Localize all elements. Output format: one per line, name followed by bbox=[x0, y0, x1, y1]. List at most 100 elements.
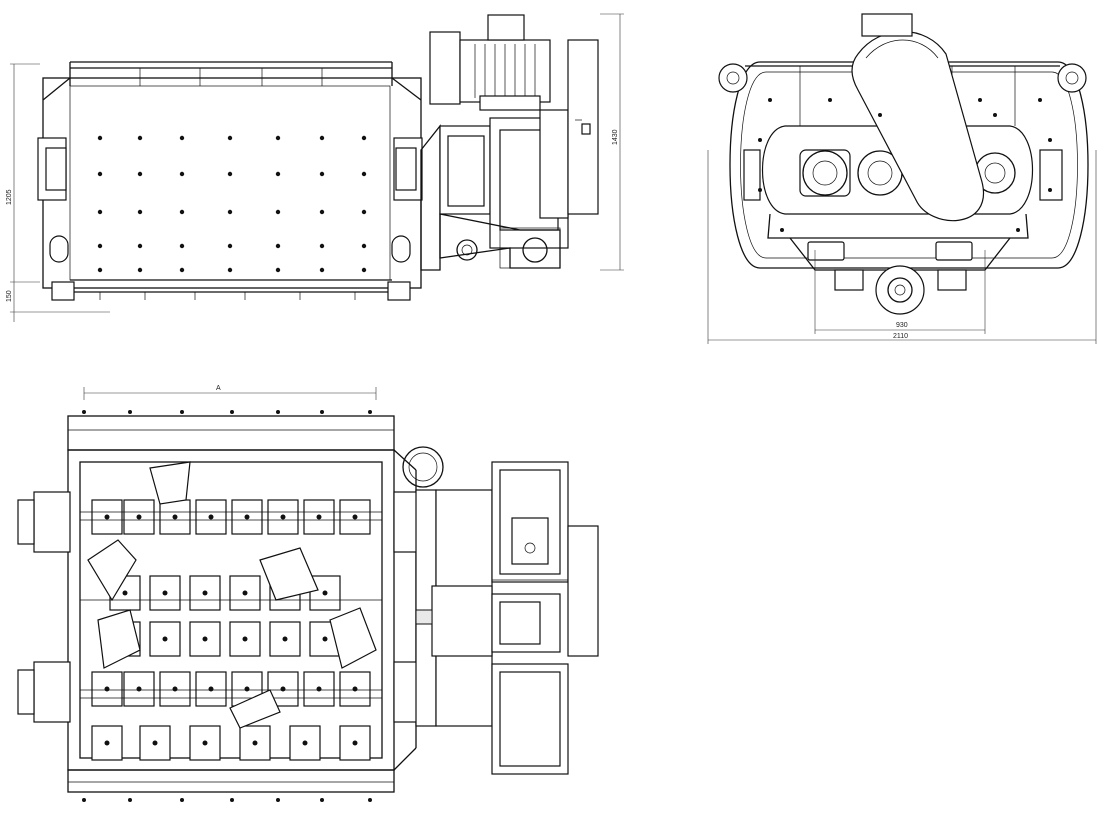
bolt-icon bbox=[82, 798, 86, 802]
dim-1205: 1205 bbox=[6, 189, 13, 205]
paddle-blade bbox=[339, 671, 371, 707]
paddle-blade bbox=[269, 621, 301, 657]
bolt-icon bbox=[322, 590, 328, 596]
bolt-icon bbox=[993, 113, 997, 117]
paddle-blade bbox=[159, 499, 191, 535]
bolt-icon bbox=[172, 514, 178, 520]
bolt-icon bbox=[1038, 98, 1042, 102]
bolt-icon bbox=[316, 686, 322, 692]
bolt-icon bbox=[137, 171, 143, 177]
bolt-icon bbox=[179, 243, 185, 249]
bolt-icon bbox=[227, 243, 233, 249]
bolt-icon bbox=[275, 267, 281, 273]
bolt-icon bbox=[82, 410, 86, 414]
bolt-icon bbox=[252, 740, 258, 746]
bolt-icon bbox=[172, 686, 178, 692]
paddle-blade bbox=[229, 621, 261, 657]
bolt-icon bbox=[780, 228, 784, 232]
bolt-icon bbox=[136, 514, 142, 520]
paddle-blade bbox=[239, 725, 271, 761]
bolt-icon bbox=[361, 267, 367, 273]
bolt-icon bbox=[276, 410, 280, 414]
bolt-icon bbox=[137, 209, 143, 215]
bolt-icon bbox=[302, 740, 308, 746]
bolt-icon bbox=[104, 514, 110, 520]
side-elevation-view: 1430 1205 150 bbox=[6, 13, 624, 322]
bolt-icon bbox=[244, 686, 250, 692]
bolt-icon bbox=[828, 98, 832, 102]
bolt-icon bbox=[230, 798, 234, 802]
bolt-icon bbox=[361, 243, 367, 249]
bolt-icon bbox=[137, 243, 143, 249]
bolt-icon bbox=[280, 514, 286, 520]
bolt-icon bbox=[244, 514, 250, 520]
bolt-icon bbox=[352, 740, 358, 746]
bolt-icon bbox=[97, 135, 103, 141]
bolt-icon bbox=[227, 135, 233, 141]
bolt-icon bbox=[320, 798, 324, 802]
bolt-icon bbox=[319, 243, 325, 249]
plan-view: A bbox=[17, 385, 599, 802]
paddle-blade bbox=[339, 725, 371, 761]
bolt-icon bbox=[227, 267, 233, 273]
motor-fins-icon bbox=[474, 44, 536, 98]
bolt-icon bbox=[152, 740, 158, 746]
bolt-icon bbox=[320, 410, 324, 414]
bolt-icon bbox=[361, 209, 367, 215]
bolt-icon bbox=[242, 636, 248, 642]
bolt-icon bbox=[137, 267, 143, 273]
bolt-icon bbox=[316, 514, 322, 520]
bolt-icon bbox=[128, 410, 132, 414]
bolt-icon bbox=[162, 636, 168, 642]
bolt-icon bbox=[179, 135, 185, 141]
bolt-icon bbox=[242, 590, 248, 596]
bolt-icon bbox=[179, 171, 185, 177]
bolt-icon bbox=[319, 171, 325, 177]
bolt-icon bbox=[97, 171, 103, 177]
paddle-blade bbox=[189, 725, 221, 761]
bolt-icon bbox=[361, 135, 367, 141]
bolt-icon bbox=[878, 113, 882, 117]
bolt-icon bbox=[179, 267, 185, 273]
bolt-icon bbox=[162, 590, 168, 596]
bolt-icon bbox=[1048, 138, 1052, 142]
bolt-icon bbox=[208, 686, 214, 692]
bolt-icon bbox=[202, 590, 208, 596]
bolt-icon bbox=[136, 686, 142, 692]
bolt-icon bbox=[275, 135, 281, 141]
bolt-icon bbox=[368, 410, 372, 414]
bolt-icon bbox=[276, 798, 280, 802]
dim-A: A bbox=[216, 385, 221, 392]
bolt-icon bbox=[180, 410, 184, 414]
end-elevation-view: 930 2110 bbox=[707, 13, 1097, 344]
dim-150: 150 bbox=[6, 290, 13, 302]
bolt-icon bbox=[122, 590, 128, 596]
bolt-icon bbox=[97, 243, 103, 249]
bolt-icon bbox=[202, 636, 208, 642]
bolt-icon bbox=[104, 686, 110, 692]
bolt-icon bbox=[282, 636, 288, 642]
bolt-icon bbox=[768, 98, 772, 102]
bolt-icon bbox=[978, 98, 982, 102]
bolt-icon bbox=[97, 267, 103, 273]
bolt-icon bbox=[322, 636, 328, 642]
bolt-icon bbox=[361, 171, 367, 177]
bolt-icon bbox=[368, 798, 372, 802]
dim-2110: 2110 bbox=[893, 333, 908, 340]
bolt-icon bbox=[352, 514, 358, 520]
bolt-icon bbox=[128, 798, 132, 802]
bolt-icon bbox=[208, 514, 214, 520]
dim-930: 930 bbox=[896, 322, 908, 329]
bolt-icon bbox=[319, 135, 325, 141]
bolt-icon bbox=[319, 209, 325, 215]
bolt-icon bbox=[280, 686, 286, 692]
bolt-icon bbox=[758, 138, 762, 142]
bolt-icon bbox=[1048, 188, 1052, 192]
bolt-icon bbox=[758, 188, 762, 192]
bolt-icon bbox=[275, 171, 281, 177]
dim-1430: 1430 bbox=[612, 129, 619, 145]
bolt-icon bbox=[1016, 228, 1020, 232]
bolt-icon bbox=[179, 209, 185, 215]
bolt-icon bbox=[352, 686, 358, 692]
